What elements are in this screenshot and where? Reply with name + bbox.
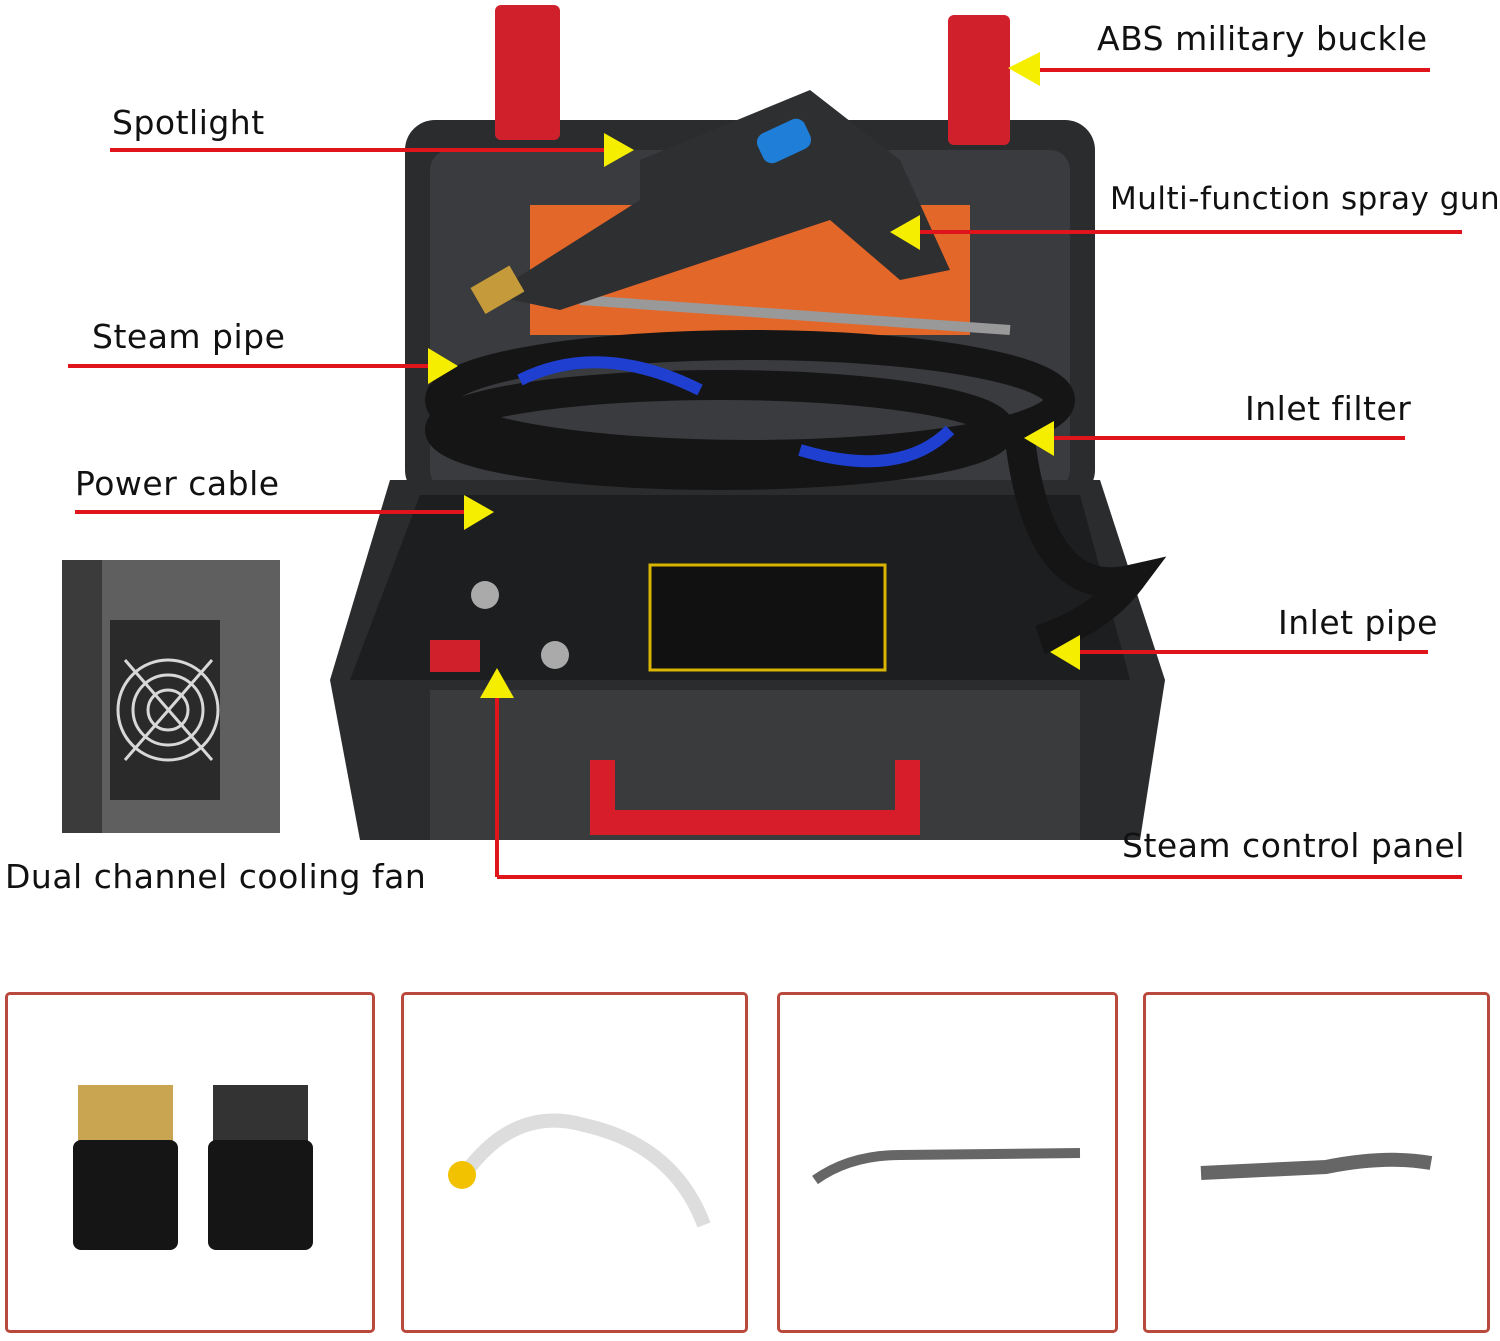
accessory-inlet-hose — [401, 992, 748, 1333]
buckle-right — [948, 15, 1010, 145]
accessory-brush-heads — [5, 992, 375, 1333]
label-inlet-filter: Inlet filter — [1245, 389, 1412, 428]
arrow-steam-pipe — [428, 348, 458, 384]
power-switch — [430, 640, 480, 672]
arrow-power-cable — [464, 495, 494, 530]
steam-knob — [471, 581, 499, 609]
accessory-long-nozzle — [777, 992, 1118, 1333]
label-spray-gun: Multi-function spray gun — [1110, 181, 1500, 217]
arrow-control-panel — [480, 668, 514, 698]
spray-gun — [470, 90, 950, 314]
label-cooling-fan: Dual channel cooling fan — [5, 857, 427, 896]
hose-bundle — [425, 330, 1167, 655]
label-steam-control-panel: Steam control panel — [1122, 826, 1465, 865]
label-abs-buckle: ABS military buckle — [1097, 19, 1428, 58]
cooling-fan-inset — [62, 560, 280, 833]
label-steam-pipe: Steam pipe — [92, 317, 286, 356]
arrow-inlet-pipe — [1050, 635, 1080, 670]
buckle-left — [495, 5, 560, 140]
label-power-cable: Power cable — [75, 464, 280, 503]
nylon-brush-icon — [208, 1085, 313, 1250]
arrow-spotlight — [604, 133, 634, 167]
carry-handle — [590, 760, 920, 835]
arrow-spray-gun — [890, 215, 920, 250]
arrow-inlet-filter — [1024, 421, 1054, 456]
label-spotlight: Spotlight — [112, 103, 265, 142]
label-inlet-pipe: Inlet pipe — [1278, 603, 1438, 642]
arrow-abs-buckle — [1008, 52, 1040, 86]
fan-grille-icon — [116, 658, 220, 762]
case-base — [330, 480, 1165, 840]
brass-brush-icon — [73, 1085, 178, 1250]
hose-connector-icon — [448, 1161, 476, 1189]
accessory-short-nozzle — [1143, 992, 1490, 1333]
warning-label — [648, 563, 887, 672]
leader-lines — [68, 68, 1462, 879]
